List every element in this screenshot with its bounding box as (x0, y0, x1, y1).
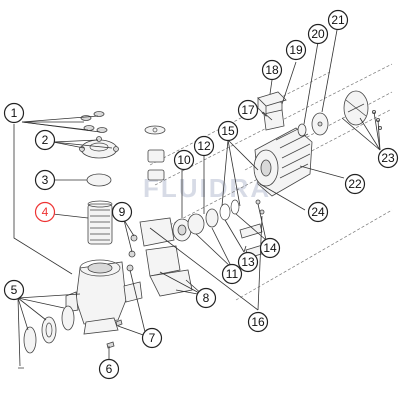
svg-text:15: 15 (221, 124, 235, 138)
svg-text:16: 16 (251, 315, 265, 329)
fan-cover-parts (297, 90, 382, 137)
callout-10: 10 (173, 149, 195, 171)
lid-o-ring (86, 173, 112, 187)
svg-text:18: 18 (265, 63, 279, 77)
callout-23: 23 (377, 147, 399, 169)
impeller-group (172, 199, 265, 242)
callout-4: 4 (34, 201, 56, 223)
svg-text:22: 22 (348, 177, 362, 191)
motor (253, 101, 313, 197)
svg-text:3: 3 (42, 173, 49, 187)
svg-text:1: 1 (11, 106, 18, 120)
svg-text:4: 4 (42, 205, 49, 219)
callout-7: 7 (141, 327, 163, 349)
svg-text:24: 24 (311, 205, 325, 219)
svg-text:8: 8 (203, 291, 210, 305)
svg-text:6: 6 (106, 362, 113, 376)
callout-15: 15 (217, 120, 239, 142)
parts-artwork (18, 90, 382, 369)
svg-text:23: 23 (381, 151, 395, 165)
svg-text:5: 5 (11, 283, 18, 297)
callout-6: 6 (98, 358, 120, 380)
svg-text:17: 17 (241, 103, 255, 117)
callout-21: 21 (327, 9, 349, 31)
callout-8: 8 (195, 287, 217, 309)
leader-lines (13, 29, 381, 367)
callout-9: 9 (111, 201, 133, 223)
terminal-box (257, 91, 287, 117)
callout-19: 19 (285, 39, 307, 61)
callout-24: 24 (307, 201, 329, 223)
svg-text:2: 2 (42, 133, 49, 147)
callout-1: 1 (3, 102, 25, 124)
svg-text:10: 10 (177, 153, 191, 167)
svg-text:21: 21 (331, 13, 345, 27)
pump-housing (65, 259, 143, 335)
callout-11: 11 (221, 263, 243, 285)
callout-17: 17 (237, 99, 259, 121)
lid-knobs (80, 111, 108, 133)
svg-text:11: 11 (226, 267, 239, 281)
svg-text:20: 20 (311, 27, 325, 41)
svg-text:7: 7 (149, 331, 156, 345)
callout-12: 12 (193, 135, 215, 157)
union-parts (18, 305, 75, 369)
svg-text:14: 14 (263, 241, 277, 255)
callout-20: 20 (307, 23, 329, 45)
callout-16: 16 (247, 311, 269, 333)
svg-text:19: 19 (289, 43, 303, 57)
callout-2: 2 (34, 129, 56, 151)
callout-22: 22 (344, 173, 366, 195)
svg-text:13: 13 (241, 255, 255, 269)
callout-13: 13 (237, 251, 259, 273)
callout-18: 18 (261, 59, 283, 81)
strainer-basket (87, 200, 113, 245)
callout-14: 14 (259, 237, 281, 259)
callout-3: 3 (34, 169, 56, 191)
svg-text:9: 9 (119, 205, 126, 219)
callout-5: 5 (3, 279, 25, 301)
center-stack (126, 125, 193, 297)
lid (79, 136, 119, 159)
svg-text:12: 12 (197, 139, 211, 153)
callout-bubbles: 1 2 3 4 5 6 7 8 9 10 11 12 13 14 15 16 1… (3, 9, 399, 380)
